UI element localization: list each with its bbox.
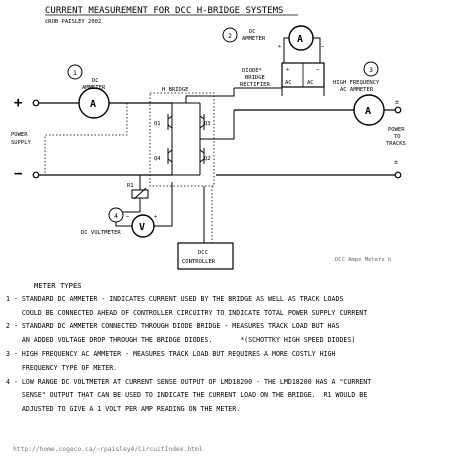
rectifier-ac-right: AC bbox=[307, 80, 314, 86]
tracks-label-3: TRACKS bbox=[386, 141, 406, 147]
transistor-q4 bbox=[167, 148, 173, 164]
note-line: 3 - HIGH FREQUENCY AC AMMETER - MEASURES… bbox=[6, 349, 336, 358]
supply-plus-terminal bbox=[32, 99, 40, 107]
controller-label: DCC bbox=[198, 250, 208, 256]
meter-2-label: DC bbox=[249, 29, 256, 35]
controller-label-2: CONTROLLER bbox=[182, 259, 216, 265]
dcc-controller-box bbox=[177, 242, 234, 270]
meter-2-plus: + bbox=[278, 44, 282, 50]
copyright: ©ROB PAISLEY 2002 bbox=[45, 19, 101, 25]
source-url[interactable]: http://home.cogeco.ca/~rpaisley4/Circuit… bbox=[13, 446, 203, 453]
rectifier-plus: + bbox=[286, 67, 290, 73]
meter-3-number bbox=[363, 61, 379, 77]
ammeter-symbol-3: A bbox=[365, 106, 371, 117]
transistor-q3 bbox=[199, 114, 205, 130]
q4-label: Q4 bbox=[154, 156, 161, 162]
track-terminal-bottom bbox=[394, 171, 402, 179]
meter-4-number-text: 4 bbox=[114, 212, 118, 220]
note-line: FREQUENCY TYPE OF METER. bbox=[6, 363, 118, 372]
note-line: 1 - STANDARD DC AMMETER - INDICATES CURR… bbox=[6, 294, 344, 303]
rectifier-minus: − bbox=[316, 67, 320, 73]
tracks-label: POWER bbox=[388, 127, 405, 133]
q3-label: Q3 bbox=[204, 121, 211, 127]
rectifier-label: DIODE* bbox=[242, 68, 262, 74]
q2-label: Q2 bbox=[204, 156, 211, 162]
figure-label: DCC Amps Meters b bbox=[335, 257, 391, 263]
power-supply-label-2: SUPPLY bbox=[11, 140, 32, 146]
meter-2-number bbox=[222, 27, 238, 43]
h-bridge-label: H BRIDGE bbox=[162, 87, 189, 93]
transistor-q2 bbox=[199, 148, 205, 164]
note-line: 4 - LOW RANGE DC VOLTMETER AT CURRENT SE… bbox=[6, 377, 372, 386]
meter-4-plus: + bbox=[154, 214, 158, 220]
note-line: 2 - STANDARD DC AMMETER CONNECTED THROUG… bbox=[6, 322, 340, 331]
rectifier-ac-left: AC bbox=[285, 80, 292, 86]
notes-heading: METER TYPES bbox=[34, 281, 82, 290]
rectifier-label-2: BRIDGE bbox=[245, 75, 265, 81]
meter-1-label: DC bbox=[92, 78, 99, 84]
meter-2-number-text: 2 bbox=[228, 32, 232, 40]
voltmeter-symbol: V bbox=[139, 222, 145, 233]
tracks-mp: ± bbox=[394, 158, 398, 166]
meter-3-number-text: 3 bbox=[369, 66, 373, 74]
meter-types-notes: METER TYPES 1 - STANDARD DC AMMETER - IND… bbox=[6, 279, 458, 417]
meter-3-label: HIGH FREQUENCY bbox=[333, 80, 380, 86]
h-bridge-box bbox=[149, 92, 215, 187]
meter-1-number-text: 1 bbox=[73, 69, 77, 77]
supply-minus-sign: − bbox=[14, 166, 22, 182]
track-terminal-top bbox=[394, 106, 402, 114]
meter-2-label-2: AMMETER bbox=[242, 36, 266, 42]
note-line: AN ADDED VOLTAGE DROP THROUGH THE BRIDGE… bbox=[6, 336, 356, 345]
rectifier-label-3: RECTIFIER bbox=[240, 82, 270, 88]
meter-1-number bbox=[67, 64, 83, 80]
ammeter-symbol-2: A bbox=[297, 34, 303, 45]
meter-4-minus: − bbox=[126, 214, 130, 220]
note-line: COULD BE CONNECTED AHEAD OF CONTROLLER C… bbox=[6, 308, 368, 317]
supply-plus-sign: + bbox=[14, 95, 22, 111]
transistor-q1 bbox=[167, 114, 173, 130]
diagram-title: CURRENT MEASUREMENT FOR DCC H-BRIDGE SYS… bbox=[45, 6, 283, 16]
schematic-diagram: CURRENT MEASUREMENT FOR DCC H-BRIDGE SYS… bbox=[11, 6, 406, 270]
supply-minus-terminal bbox=[32, 171, 40, 179]
meter-1-label-2: AMMETER bbox=[82, 85, 106, 91]
r1-label: R1 bbox=[127, 183, 134, 189]
meter-3-label-2: AC AMMETER bbox=[340, 87, 374, 93]
note-line: ADJUSTED TO GIVE A 1 VOLT PER AMP READIN… bbox=[6, 405, 241, 414]
tracks-label-2: TO bbox=[394, 134, 401, 140]
meter-4-label: DC VOLTMETER bbox=[81, 230, 121, 236]
tracks-pm: ± bbox=[395, 98, 399, 106]
note-line: SENSE" OUTPUT THAT CAN BE USED TO INDICA… bbox=[6, 391, 368, 400]
power-supply-label: POWER bbox=[11, 132, 28, 138]
q1-label: Q1 bbox=[154, 121, 161, 127]
ammeter-symbol: A bbox=[90, 99, 96, 110]
meter-2-minus: − bbox=[321, 44, 325, 50]
meter-4-number bbox=[108, 207, 124, 223]
